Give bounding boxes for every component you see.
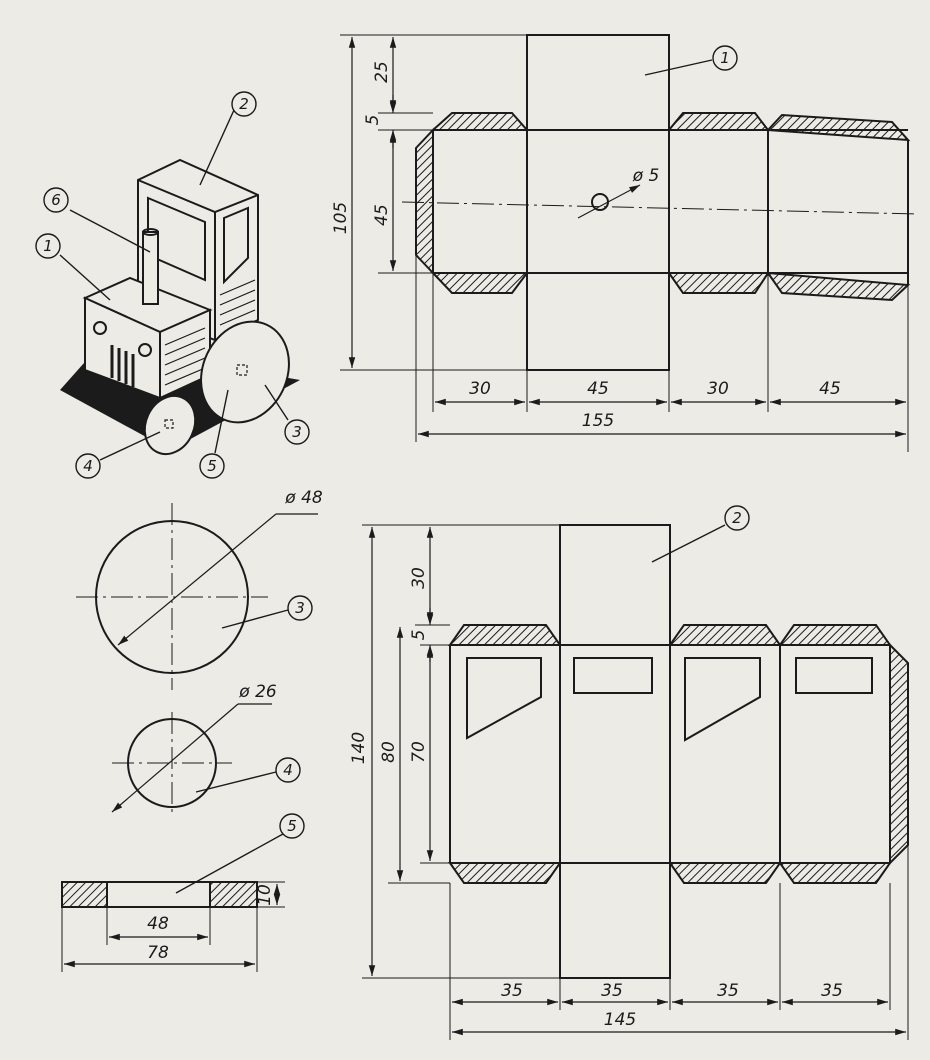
wheel-small-diameter: ø 26 [238,682,277,702]
callout-4-front-wheel: 4 [83,457,93,475]
isometric-callout-leaders [59,109,289,461]
callout-3-rear-wheel: 3 [292,423,302,441]
spacer-part-5 [61,833,285,972]
net1-dim-w3: 30 [707,379,729,399]
spacer-dim-inner: 48 [147,914,169,934]
net1-dim-overall: 155 [582,411,614,431]
spacer-callout: 5 [287,817,297,835]
net2-dim-w2: 35 [601,981,623,1001]
wheel-large-diameter: ø 48 [284,488,323,508]
net1-dim-tab: 5 [363,115,383,126]
net1-dim-height: 45 [372,204,392,226]
net1-dim-total: 105 [331,202,351,234]
net2-part-callout: 2 [732,509,742,527]
net2-dim-inner: 70 [409,741,429,763]
spacer-dim-outer: 78 [147,943,169,963]
net1-dim-w1: 30 [469,379,491,399]
net2-dim-w1: 35 [501,981,523,1001]
net2-dim-top: 30 [409,567,429,589]
net-part-2 [362,524,909,1040]
net1-dim-top: 25 [372,61,392,83]
tractor-isometric-view [60,158,300,456]
net1-part-callout: 1 [720,49,730,67]
net-part-1 [340,34,919,452]
net2-dim-tab: 5 [409,630,429,641]
callout-5-spacer: 5 [207,457,217,475]
callout-2-cab: 2 [239,95,249,113]
wheel-large-callout: 3 [295,599,305,617]
wheel-small-part-4 [111,703,277,815]
net2-dim-total: 140 [349,732,369,764]
net2-dim-w4: 35 [821,981,843,1001]
net2-dim-w3: 35 [717,981,739,1001]
wheel-small-callout: 4 [283,761,293,779]
net2-dim-overall: 145 [604,1010,636,1030]
callout-1-hood: 1 [43,237,53,255]
callout-6-exhaust: 6 [51,191,61,209]
net1-dim-hole: ø 5 [632,166,660,186]
net1-dim-w4: 45 [819,379,841,399]
wheel-large-part-3 [76,503,318,690]
net2-dim-mid: 80 [379,741,399,763]
spacer-dim-thickness: 10 [255,884,275,906]
net1-dim-w2: 45 [587,379,609,399]
